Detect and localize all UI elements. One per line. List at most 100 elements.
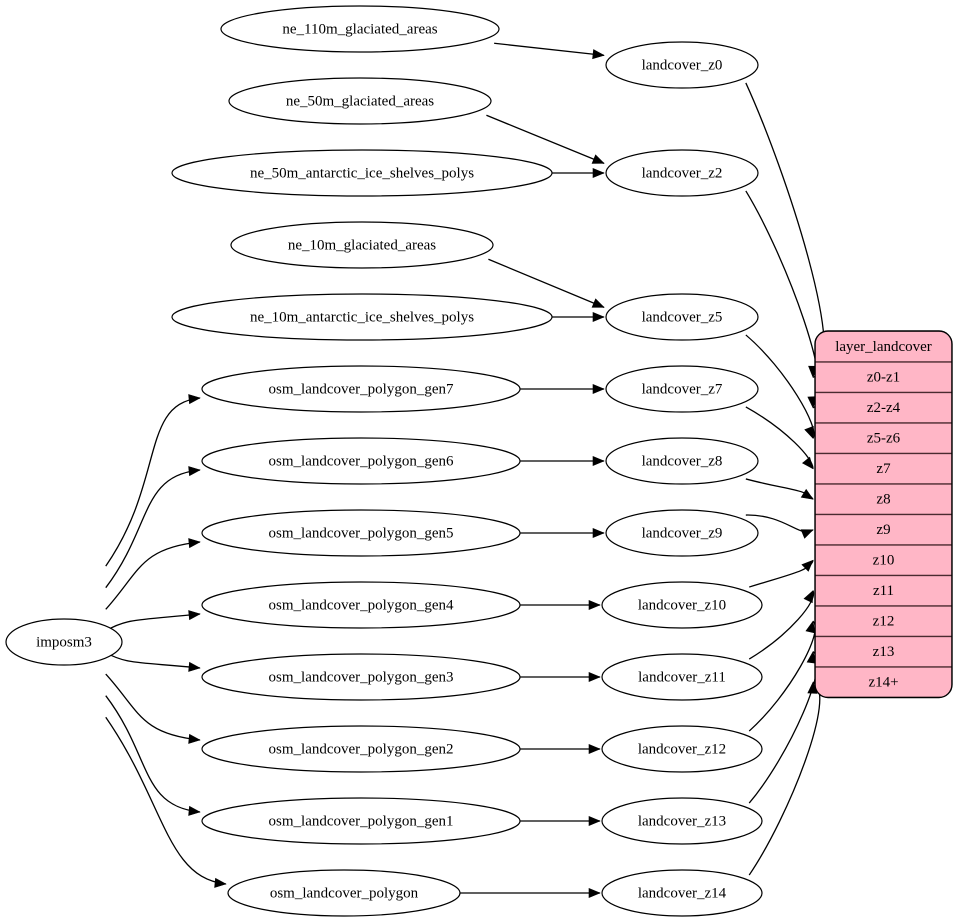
edge-imposm3-to-osm_landcover_polygon_gen2 <box>105 673 201 744</box>
node-landcover_z14[interactable]: landcover_z14 <box>601 869 763 917</box>
node-osm_landcover_polygon_gen5[interactable]: osm_landcover_polygon_gen5 <box>201 509 521 557</box>
edge-landcover_z8-to-table-z8 <box>745 478 814 500</box>
node-ne_10m_antarctic_ice_shelves_polys[interactable]: ne_10m_antarctic_ice_shelves_polys <box>171 293 553 341</box>
table-row-z11[interactable]: z11 <box>815 574 952 607</box>
edge-imposm3-to-osm_landcover_polygon_gen1 <box>105 695 201 816</box>
edge-ne_10m_antarctic_ice_shelves_polys-to-landcover_z5 <box>552 311 605 323</box>
node-landcover_z8[interactable]: landcover_z8 <box>605 437 759 485</box>
node-label-landcover_z5: landcover_z5 <box>642 309 723 325</box>
node-ne_50m_antarctic_ice_shelves_polys[interactable]: ne_50m_antarctic_ice_shelves_polys <box>171 149 553 197</box>
edge-landcover_z0-to-table-z0-z1 <box>745 82 826 379</box>
table-row-label-z13: z13 <box>873 644 895 660</box>
table-row-z12[interactable]: z12 <box>815 605 952 638</box>
node-label-landcover_z0: landcover_z0 <box>642 57 723 73</box>
node-label-landcover_z12: landcover_z12 <box>638 741 726 757</box>
edge-imposm3-to-osm_landcover_polygon <box>105 716 227 888</box>
edge-imposm3-to-osm_landcover_polygon_gen7 <box>105 394 201 567</box>
edge-imposm3-to-osm_landcover_polygon_gen5 <box>105 538 201 610</box>
table-row-label-z11: z11 <box>873 583 894 599</box>
node-osm_landcover_polygon_gen2[interactable]: osm_landcover_polygon_gen2 <box>201 725 521 773</box>
edge-osm_landcover_polygon_gen2-to-landcover_z12 <box>520 743 601 755</box>
node-landcover_z11[interactable]: landcover_z11 <box>601 653 763 701</box>
edge-landcover_z11-to-table-z11 <box>748 590 815 660</box>
edge-imposm3-to-osm_landcover_polygon_gen3 <box>105 651 201 672</box>
table-row-z5-z6[interactable]: z5-z6 <box>815 422 952 455</box>
node-osm_landcover_polygon_gen1[interactable]: osm_landcover_polygon_gen1 <box>201 797 521 845</box>
node-ne_110m_glaciated_areas[interactable]: ne_110m_glaciated_areas <box>220 5 500 53</box>
edge-osm_landcover_polygon_gen1-to-landcover_z13 <box>520 815 601 827</box>
edge-landcover_z9-to-table-z9 <box>745 514 814 539</box>
layer-landcover-table: layer_landcover z0-z1 z2-z4 z5-z6 z7 z8 z9 z10 z… <box>814 330 953 699</box>
node-landcover_z2[interactable]: landcover_z2 <box>605 149 759 197</box>
node-osm_landcover_polygon_gen3[interactable]: osm_landcover_polygon_gen3 <box>201 653 521 701</box>
node-label-osm_landcover_polygon_gen6: osm_landcover_polygon_gen6 <box>269 453 454 469</box>
table-row-label-z7: z7 <box>876 461 891 477</box>
node-landcover_z12[interactable]: landcover_z12 <box>601 725 763 773</box>
node-label-landcover_z7: landcover_z7 <box>642 381 723 397</box>
table-row-label-z0-z1: z0-z1 <box>867 370 900 386</box>
node-osm_landcover_polygon_gen6[interactable]: osm_landcover_polygon_gen6 <box>201 437 521 485</box>
node-label-osm_landcover_polygon_gen5: osm_landcover_polygon_gen5 <box>269 525 454 541</box>
node-label-osm_landcover_polygon_gen2: osm_landcover_polygon_gen2 <box>269 741 454 757</box>
table-row-label-z12: z12 <box>873 614 895 630</box>
edge-imposm3-to-osm_landcover_polygon_gen6 <box>105 466 201 589</box>
node-landcover_z9[interactable]: landcover_z9 <box>605 509 759 557</box>
edge-osm_landcover_polygon_gen4-to-landcover_z10 <box>520 599 601 611</box>
node-landcover_z7[interactable]: landcover_z7 <box>605 365 759 413</box>
node-label-landcover_z14: landcover_z14 <box>638 885 727 901</box>
node-label-landcover_z9: landcover_z9 <box>642 525 723 541</box>
node-label-osm_landcover_polygon: osm_landcover_polygon <box>270 885 419 901</box>
table-row-label-z8: z8 <box>876 492 890 508</box>
node-osm_landcover_polygon[interactable]: osm_landcover_polygon <box>227 869 461 917</box>
edge-ne_110m_glaciated_areas-to-landcover_z0 <box>494 42 605 60</box>
nodes-layer: imposm3 ne_110m_glaciated_areas ne_50m_gla… <box>5 5 763 917</box>
node-label-ne_50m_glaciated_areas: ne_50m_glaciated_areas <box>286 93 434 109</box>
table-row-z10[interactable]: z10 <box>815 544 952 577</box>
node-label-osm_landcover_polygon_gen7: osm_landcover_polygon_gen7 <box>269 381 454 397</box>
node-ne_10m_glaciated_areas[interactable]: ne_10m_glaciated_areas <box>230 221 494 269</box>
edge-ne_50m_glaciated_areas-to-landcover_z2 <box>486 114 605 164</box>
table-row-z2-z4[interactable]: z2-z4 <box>815 391 952 424</box>
edge-imposm3-to-osm_landcover_polygon_gen4 <box>105 610 201 632</box>
node-label-ne_10m_glaciated_areas: ne_10m_glaciated_areas <box>288 237 436 253</box>
node-label-osm_landcover_polygon_gen3: osm_landcover_polygon_gen3 <box>269 669 454 685</box>
node-landcover_z13[interactable]: landcover_z13 <box>601 797 763 845</box>
node-osm_landcover_polygon_gen4[interactable]: osm_landcover_polygon_gen4 <box>201 581 521 629</box>
table-row-z14+[interactable]: z14+ <box>815 666 952 698</box>
edge-landcover_z5-to-table-z5-z6 <box>745 334 815 439</box>
edge-osm_landcover_polygon_gen3-to-landcover_z11 <box>520 671 601 683</box>
node-osm_landcover_polygon_gen7[interactable]: osm_landcover_polygon_gen7 <box>201 365 521 413</box>
node-label-imposm3: imposm3 <box>36 634 92 650</box>
table-row-label-z10: z10 <box>873 553 895 569</box>
table-outline <box>814 330 953 699</box>
table-row-z8[interactable]: z8 <box>815 483 952 516</box>
edge-landcover_z7-to-table-z7 <box>745 406 814 470</box>
table-title-label: layer_landcover <box>835 339 932 355</box>
edge-ne_10m_glaciated_areas-to-landcover_z5 <box>488 258 605 308</box>
node-ne_50m_glaciated_areas[interactable]: ne_50m_glaciated_areas <box>228 77 492 125</box>
table-row-z13[interactable]: z13 <box>815 635 952 668</box>
node-label-osm_landcover_polygon_gen4: osm_landcover_polygon_gen4 <box>269 597 454 613</box>
edges-layer <box>105 42 826 899</box>
edge-osm_landcover_polygon_gen6-to-landcover_z8 <box>520 455 605 467</box>
table-row-label-z2-z4: z2-z4 <box>867 400 901 416</box>
table-title-cell: layer_landcover <box>815 331 952 363</box>
node-landcover_z0[interactable]: landcover_z0 <box>605 41 759 89</box>
edge-landcover_z14-to-table-z14+ <box>748 681 821 876</box>
table-row-label-z14+: z14+ <box>868 675 898 691</box>
table-row-z9[interactable]: z9 <box>815 513 952 546</box>
edge-osm_landcover_polygon_gen5-to-landcover_z9 <box>520 527 605 539</box>
edge-osm_landcover_polygon-to-landcover_z14 <box>460 887 601 899</box>
node-imposm3[interactable]: imposm3 <box>5 618 123 666</box>
node-landcover_z10[interactable]: landcover_z10 <box>601 581 763 629</box>
table-row-z0-z1[interactable]: z0-z1 <box>815 361 952 394</box>
node-label-landcover_z11: landcover_z11 <box>638 669 726 685</box>
node-label-landcover_z2: landcover_z2 <box>642 165 723 181</box>
node-label-ne_10m_antarctic_ice_shelves_polys: ne_10m_antarctic_ice_shelves_polys <box>250 309 474 325</box>
node-label-ne_110m_glaciated_areas: ne_110m_glaciated_areas <box>282 21 437 37</box>
edge-osm_landcover_polygon_gen7-to-landcover_z7 <box>520 383 605 395</box>
table-row-z7[interactable]: z7 <box>815 452 952 485</box>
node-landcover_z5[interactable]: landcover_z5 <box>605 293 759 341</box>
edge-landcover_z10-to-table-z10 <box>749 559 814 588</box>
